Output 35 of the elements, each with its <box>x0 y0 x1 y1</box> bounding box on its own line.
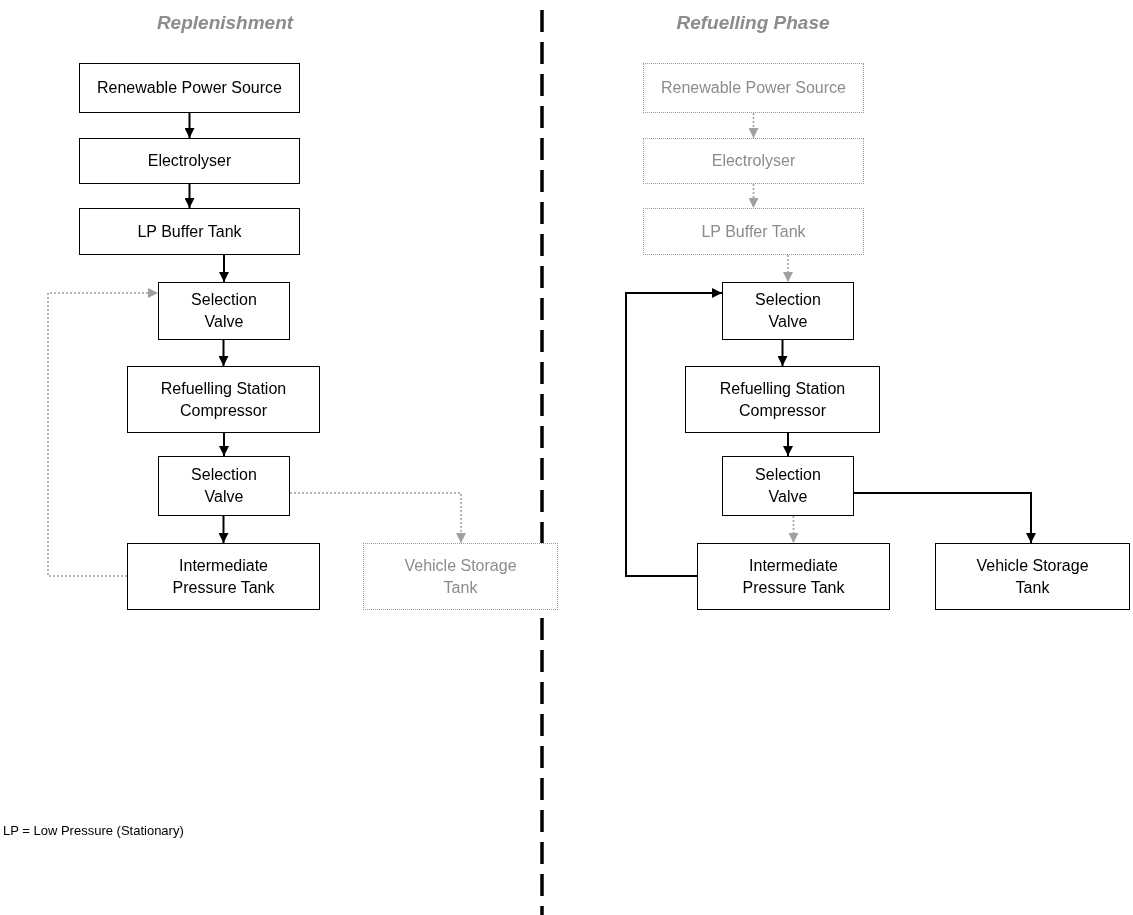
panel-title: Refuelling Phase <box>676 12 830 34</box>
process-box: Intermediate Pressure Tank <box>697 543 890 610</box>
process-box: Selection Valve <box>722 456 854 516</box>
arrow <box>783 254 793 283</box>
arrow <box>47 288 159 577</box>
arrow <box>218 515 229 544</box>
arrow <box>289 492 466 544</box>
process-box: LP Buffer Tank <box>79 208 300 255</box>
process-box: LP Buffer Tank <box>643 208 864 255</box>
process-box: Selection Valve <box>158 456 290 516</box>
process-box: Electrolyser <box>643 138 864 184</box>
process-box: Selection Valve <box>158 282 290 340</box>
arrow <box>184 183 195 209</box>
process-box: Intermediate Pressure Tank <box>127 543 320 610</box>
process-box: Electrolyser <box>79 138 300 184</box>
panel-title: Replenishment <box>156 12 294 34</box>
process-box: Refuelling Station Compressor <box>127 366 320 433</box>
process-box: Selection Valve <box>722 282 854 340</box>
arrow <box>783 432 793 457</box>
footnote: LP = Low Pressure (Stationary) <box>3 823 184 838</box>
arrow <box>777 339 788 367</box>
arrow <box>625 288 723 577</box>
arrow <box>184 112 195 139</box>
arrow <box>788 515 799 544</box>
arrow <box>219 432 229 457</box>
process-box: Vehicle Storage Tank <box>935 543 1130 610</box>
arrow <box>219 254 229 283</box>
process-box: Renewable Power Source <box>79 63 300 113</box>
arrow <box>748 112 759 139</box>
process-box: Renewable Power Source <box>643 63 864 113</box>
arrow <box>853 492 1036 544</box>
arrow <box>748 183 759 209</box>
process-box: Refuelling Station Compressor <box>685 366 880 433</box>
process-box: Vehicle Storage Tank <box>363 543 558 610</box>
arrow <box>218 339 229 367</box>
